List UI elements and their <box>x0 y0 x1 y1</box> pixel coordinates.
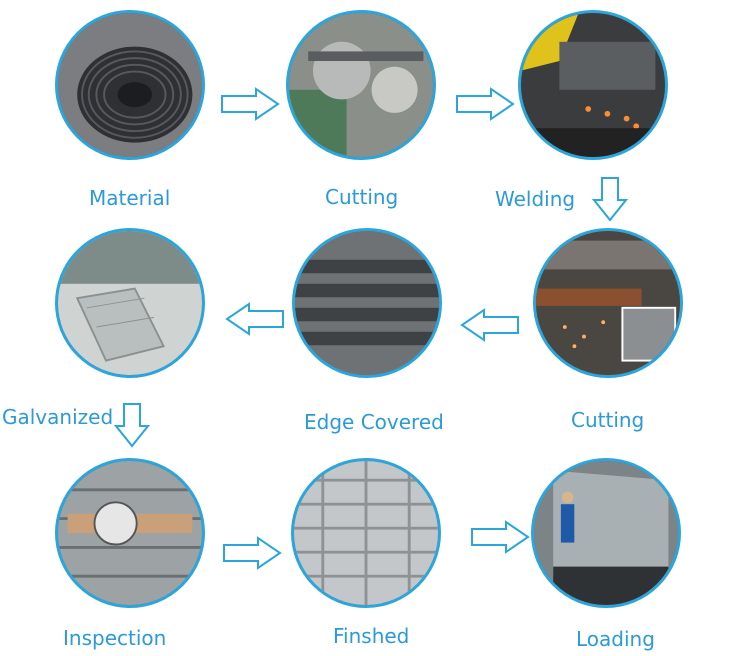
arrow-down-1 <box>592 176 628 222</box>
galvanized-photo <box>55 228 205 378</box>
welding-label: Welding <box>495 187 576 211</box>
saw-cutting-image <box>536 231 680 375</box>
finished-photo <box>291 458 441 608</box>
arrow-right-2 <box>455 87 515 121</box>
cutting1-photo <box>286 10 436 160</box>
grating-stack-image <box>295 231 439 375</box>
cutting2-photo <box>533 228 683 378</box>
edge-covered-label: Edge Covered <box>304 410 444 434</box>
arrow-left-icon <box>460 308 519 342</box>
galvanizing-image <box>58 231 202 375</box>
inspection-photo <box>55 458 205 608</box>
cutting-machine-image <box>289 13 433 157</box>
welding-machine-image <box>521 13 665 157</box>
welding-photo <box>518 10 668 160</box>
inspection-label: Inspection <box>63 626 167 650</box>
arrow-left-1 <box>225 302 285 336</box>
loading-label: Loading <box>576 627 655 651</box>
arrow-left-2 <box>460 308 520 342</box>
arrow-right-1 <box>220 87 280 121</box>
finished-label: Finshed <box>333 624 410 648</box>
arrow-right-icon <box>471 520 530 554</box>
arrow-down-icon <box>592 177 628 222</box>
material-label: Material <box>89 186 171 210</box>
cutting2-label: Cutting <box>571 408 645 432</box>
arrow-down-icon <box>114 403 150 448</box>
arrow-left-icon <box>225 302 284 336</box>
arrow-right-icon <box>223 536 282 570</box>
arrow-right-4 <box>470 520 530 554</box>
cutting1-label: Cutting <box>325 185 399 209</box>
caliper-inspection-image <box>58 461 202 605</box>
galvanized-label: Galvanized <box>2 405 114 429</box>
arrow-right-3 <box>222 536 282 570</box>
arrow-down-2 <box>114 402 150 448</box>
finished-grating-image <box>294 461 438 605</box>
wire-coil-image <box>58 13 202 157</box>
arrow-right-icon <box>221 87 280 121</box>
edge-covered-photo <box>292 228 442 378</box>
material-photo <box>55 10 205 160</box>
container-loading-image <box>534 461 678 605</box>
arrow-right-icon <box>456 87 515 121</box>
loading-photo <box>531 458 681 608</box>
